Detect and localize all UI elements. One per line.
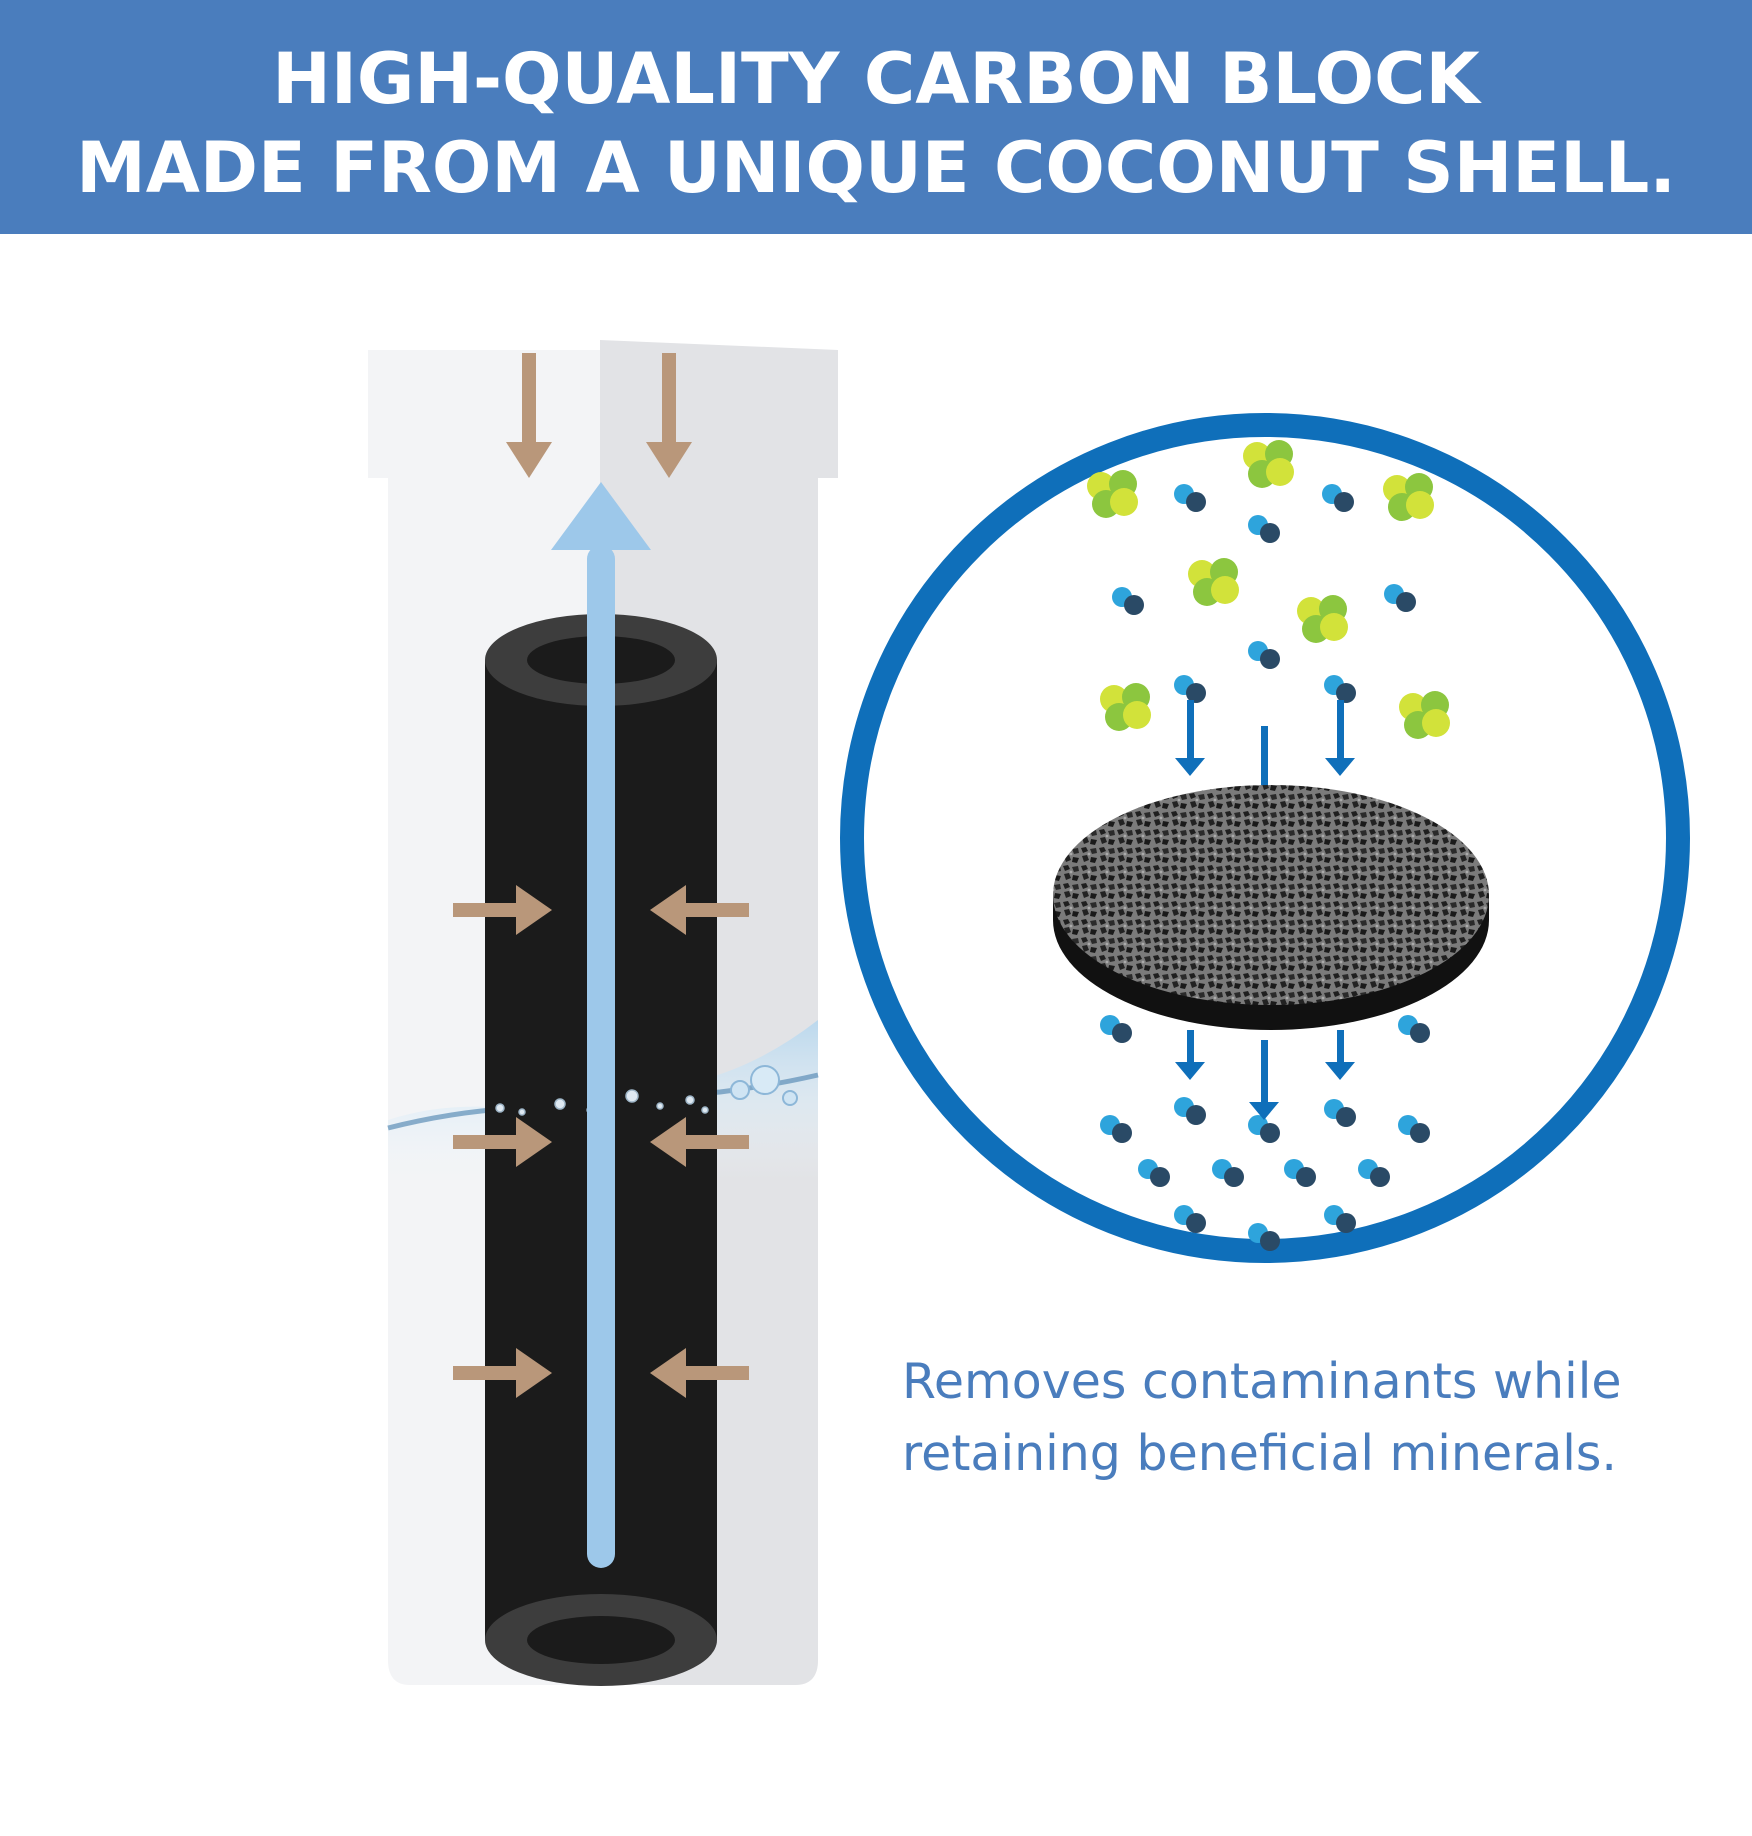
- contaminant-molecule-icon: [1087, 440, 1450, 739]
- title-line-2: MADE FROM A UNIQUE COCONUT SHELL.: [76, 127, 1676, 209]
- carbon-disc: [1053, 785, 1489, 1030]
- filtration-arrows: [1175, 700, 1355, 1120]
- mineral-molecule-icon: [1100, 484, 1430, 1251]
- title-line-1: HIGH-QUALITY CARBON BLOCK: [272, 38, 1480, 120]
- up-flow-arrow-icon: [551, 482, 651, 1568]
- caption-line-2: retaining beneficial minerals.: [902, 1425, 1617, 1482]
- title-banner: HIGH-QUALITY CARBON BLOCK MADE FROM A UN…: [0, 0, 1752, 234]
- benefit-caption: Removes contaminants while retaining ben…: [902, 1346, 1682, 1490]
- down-arrow-icon: [506, 353, 692, 478]
- caption-line-1: Removes contaminants while: [902, 1353, 1622, 1410]
- inflow-arrow-icon: [453, 885, 749, 1398]
